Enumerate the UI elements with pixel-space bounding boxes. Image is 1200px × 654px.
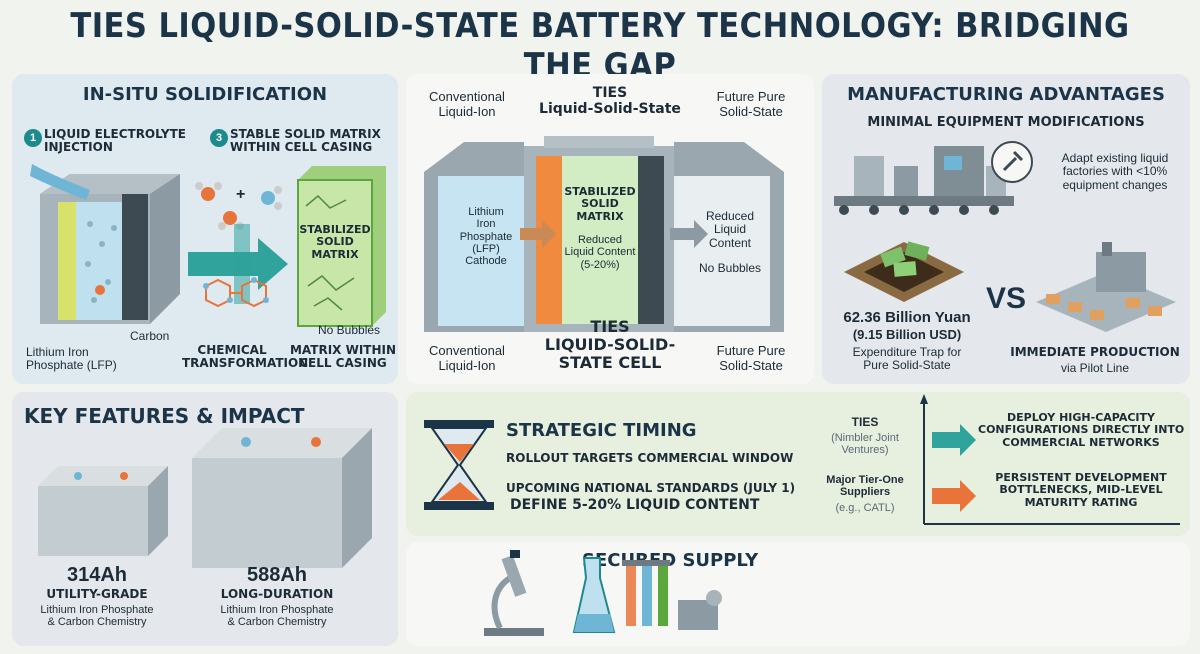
cathode-label: Lithium Iron Phosphate (LFP) Cathode — [459, 206, 513, 268]
battery-1-capacity: 314Ah — [66, 564, 128, 586]
no-bubbles-label: No Bubbles — [318, 323, 381, 337]
microscope-icon — [484, 550, 544, 636]
battery-2-grade: LONG-DURATION — [220, 587, 334, 601]
battery-2-capacity: 588Ah — [246, 564, 308, 586]
strategic-timing-panel: STRATEGIC TIMING ROLLOUT TARGETS COMMERC… — [406, 392, 1190, 536]
ties-outcome: DEPLOY HIGH-CAPACITY CONFIGURATIONS DIRE… — [978, 411, 1185, 449]
ties-label: TIES — [851, 415, 879, 429]
ties-sub-label: (Nimbler Joint Ventures) — [831, 432, 899, 457]
define-label: DEFINE 5-20% LIQUID CONTENT — [510, 497, 760, 513]
right-reduced-label: Reduced Liquid Content — [705, 209, 755, 250]
cell-comparison-panel: Conventional Liquid-Ion TIES Liquid-Soli… — [406, 74, 814, 384]
matrix-box-label: STABILIZED SOLID MATRIX — [299, 223, 371, 261]
chemical-transformation-label: CHEMICAL TRANSFORMATION — [182, 343, 309, 371]
step-3-label: STABLE SOLID MATRIX WITHIN CELL CASING — [230, 127, 381, 155]
secured-supply-panel: SECURED SUPPLY — [406, 542, 1190, 646]
polymer-chain-icon — [203, 277, 269, 308]
carbon-label: Carbon — [130, 329, 170, 343]
pilot-label: via Pilot Line — [1060, 361, 1130, 375]
bottom-right-label: Future Pure Solid-State — [716, 343, 786, 373]
right-bubbles-label: No Bubbles — [698, 261, 762, 275]
cell-cross-section-illustration — [424, 136, 784, 332]
plus-sign: + — [236, 186, 246, 203]
rollout-label: ROLLOUT TARGETS COMMERCIAL WINDOW — [506, 451, 794, 465]
hourglass-icon — [424, 420, 494, 510]
vs-label: VS — [986, 282, 1027, 315]
cost-label: 62.36 Billion Yuan — [843, 309, 971, 326]
major-label: Major Tier-One Suppliers — [826, 474, 904, 499]
standards-label: UPCOMING NATIONAL STANDARDS (JULY 1) — [506, 481, 796, 495]
bottom-left-label: Conventional Liquid-Ion — [429, 343, 505, 373]
manufacturing-panel: MANUFACTURING ADVANTAGES MINIMAL EQUIPME… — [822, 74, 1190, 384]
timing-axis — [920, 394, 1180, 525]
factory-line-icon — [834, 146, 1014, 215]
step-1-badge: 1 — [24, 129, 42, 147]
cutaway-cell-illustration — [30, 164, 180, 324]
battery-1-chemistry: Lithium Iron Phosphate & Carbon Chemistr… — [40, 604, 154, 629]
step-1-label: LIQUID ELECTROLYTE INJECTION — [44, 127, 186, 155]
battery-588ah-icon — [192, 428, 372, 568]
pilot-factory-icon — [1036, 242, 1176, 332]
bottom-center-label: TIES LIQUID-SOLID- STATE CELL — [544, 317, 676, 372]
major-sub-label: (e.g., CATL) — [835, 502, 895, 514]
battery-1-grade: UTILITY-GRADE — [46, 587, 148, 601]
lab-flask-icon — [572, 557, 722, 633]
manufacturing-title: MANUFACTURING ADVANTAGES — [847, 84, 1165, 105]
top-left-label: Conventional Liquid-Ion — [429, 89, 505, 119]
manufacturing-subtitle: MINIMAL EQUIPMENT MODIFICATIONS — [867, 115, 1145, 130]
battery-2-chemistry: Lithium Iron Phosphate & Carbon Chemistr… — [220, 604, 334, 629]
stabilized-matrix-box — [297, 166, 386, 327]
top-center-label: TIES Liquid-Solid-State — [539, 85, 681, 117]
major-outcome: PERSISTENT DEVELOPMENT BOTTLENECKS, MID-… — [995, 471, 1167, 509]
strategic-timing-title: STRATEGIC TIMING — [506, 420, 697, 441]
in-situ-title: IN-SITU SOLIDIFICATION — [82, 84, 328, 105]
trap-label: Expenditure Trap for Pure Solid-State — [852, 345, 962, 373]
money-pit-icon — [844, 241, 964, 302]
wrench-icon — [991, 141, 1033, 183]
key-features-title: KEY FEATURES & IMPACT — [24, 404, 305, 428]
top-right-label: Future Pure Solid-State — [716, 89, 786, 119]
immediate-label: IMMEDIATE PRODUCTION — [1010, 345, 1180, 359]
center-matrix-label: STABILIZED SOLID MATRIX — [564, 185, 636, 223]
step-3-badge: 3 — [210, 129, 228, 147]
key-features-panel: KEY FEATURES & IMPACT 314Ah UTILITY-GRAD… — [12, 392, 398, 646]
in-situ-panel: IN-SITU SOLIDIFICATION 1 LIQUID ELECTROL… — [12, 74, 398, 384]
center-reduced-label: Reduced Liquid Content (5-20%) — [564, 234, 636, 271]
lfp-label: Lithium Iron Phosphate (LFP) — [26, 345, 117, 373]
page-title: TIES LIQUID-SOLID-STATE BATTERY TECHNOLO… — [70, 6, 1130, 86]
battery-314ah-icon — [38, 466, 168, 556]
adapt-label: Adapt existing liquid factories with <10… — [1061, 151, 1169, 192]
matrix-within-casing-label: MATRIX WITHIN CELL CASING — [289, 343, 397, 371]
cost-usd-label: (9.15 Billion USD) — [852, 327, 962, 342]
